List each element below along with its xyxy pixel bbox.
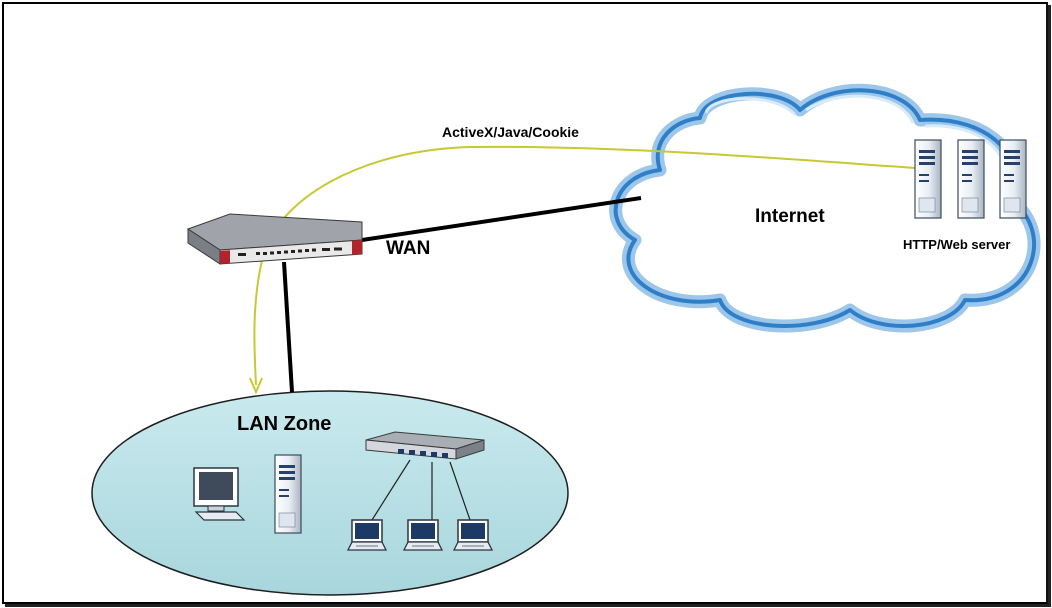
content-flow-arrow — [253, 145, 916, 386]
network-switch-icon — [365, 431, 485, 460]
wan-label: WAN — [386, 238, 430, 259]
lan-zone-label: LAN Zone — [237, 413, 331, 435]
desktop-computer-icon — [193, 467, 246, 521]
laptop-icon — [347, 519, 493, 551]
switch-links — [371, 459, 471, 521]
activex-label: ActiveX/Java/Cookie — [442, 124, 579, 140]
lan-cable — [282, 261, 294, 393]
wan-cable — [361, 196, 642, 242]
firewall-device-icon — [186, 213, 363, 265]
web-server-label: HTTP/Web server — [903, 237, 1010, 252]
internet-label: Internet — [755, 206, 825, 227]
web-server-icon — [914, 139, 1027, 219]
content-flow-arrowhead — [249, 377, 263, 395]
tower-server-icon — [274, 454, 302, 534]
